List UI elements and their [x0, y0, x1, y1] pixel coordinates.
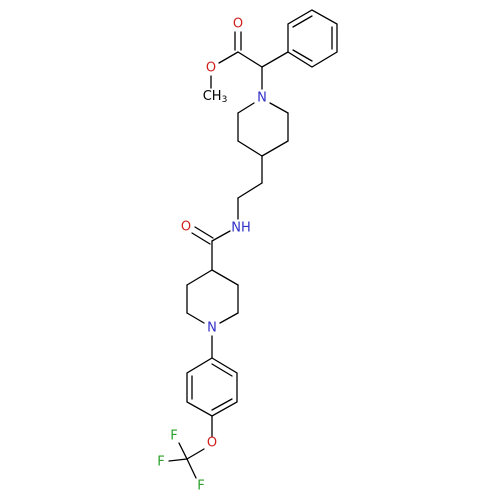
- pip2-c2-to-n: [219, 312, 239, 324]
- atom-labels: O O CH3 N NH O N O F F F: [157, 17, 267, 494]
- atom-n-piperidine-bottom: N: [207, 321, 217, 336]
- bond-o-to-cf3: [186, 448, 205, 460]
- pip1-c3-to-c4: [261, 140, 289, 157]
- atom-f-top: F: [170, 429, 177, 444]
- aryl-double-1: [211, 363, 233, 377]
- bond-cf3-to-f-left: [168, 458, 188, 462]
- pip1-n-to-c2: [269, 102, 289, 114]
- atom-o-amide: O: [181, 220, 191, 235]
- methyl-label: CH: [203, 89, 222, 104]
- atom-n-piperidine-top: N: [257, 91, 267, 106]
- bond-carbonyl-to-ether-o: [218, 51, 239, 64]
- aryl-double-2: [211, 398, 233, 411]
- methyl-subscript: 3: [222, 95, 228, 105]
- atom-methyl: CH3: [203, 89, 228, 106]
- pip2-c5-to-c4: [186, 269, 213, 286]
- atom-o-aryl-ether: O: [207, 436, 217, 451]
- bond-cf3-to-f-bottom: [186, 458, 197, 479]
- aryl-ring: [186, 357, 238, 417]
- phenyl-double-1: [292, 15, 313, 28]
- atom-f-bottom: F: [197, 479, 204, 494]
- atom-o-ester-ether: O: [206, 61, 216, 76]
- atom-nh-amide: NH: [231, 221, 251, 236]
- pip2-n-to-c6: [186, 312, 205, 324]
- pip1-c4-to-c5: [237, 140, 263, 157]
- amide-double-1: [194, 226, 214, 239]
- pip1-c6-to-n: [237, 102, 255, 114]
- atom-f-left: F: [157, 455, 164, 470]
- bond-ethyl1-to-ethyl2: [237, 182, 263, 199]
- bond-c-alpha-to-carbonyl: [237, 51, 263, 68]
- amide-double-2: [191, 232, 211, 245]
- phenyl-double-3: [292, 49, 313, 62]
- bonds: [168, 9, 338, 479]
- pip2-c4-to-c3: [211, 269, 239, 286]
- bond-cf3-to-f-top: [178, 442, 188, 460]
- atom-o-ester-carbonyl: O: [233, 17, 243, 32]
- phenyl-ring: [287, 9, 338, 68]
- bond-nh-to-amide-c: [211, 230, 231, 242]
- bond-c-alpha-to-phenyl: [261, 51, 289, 68]
